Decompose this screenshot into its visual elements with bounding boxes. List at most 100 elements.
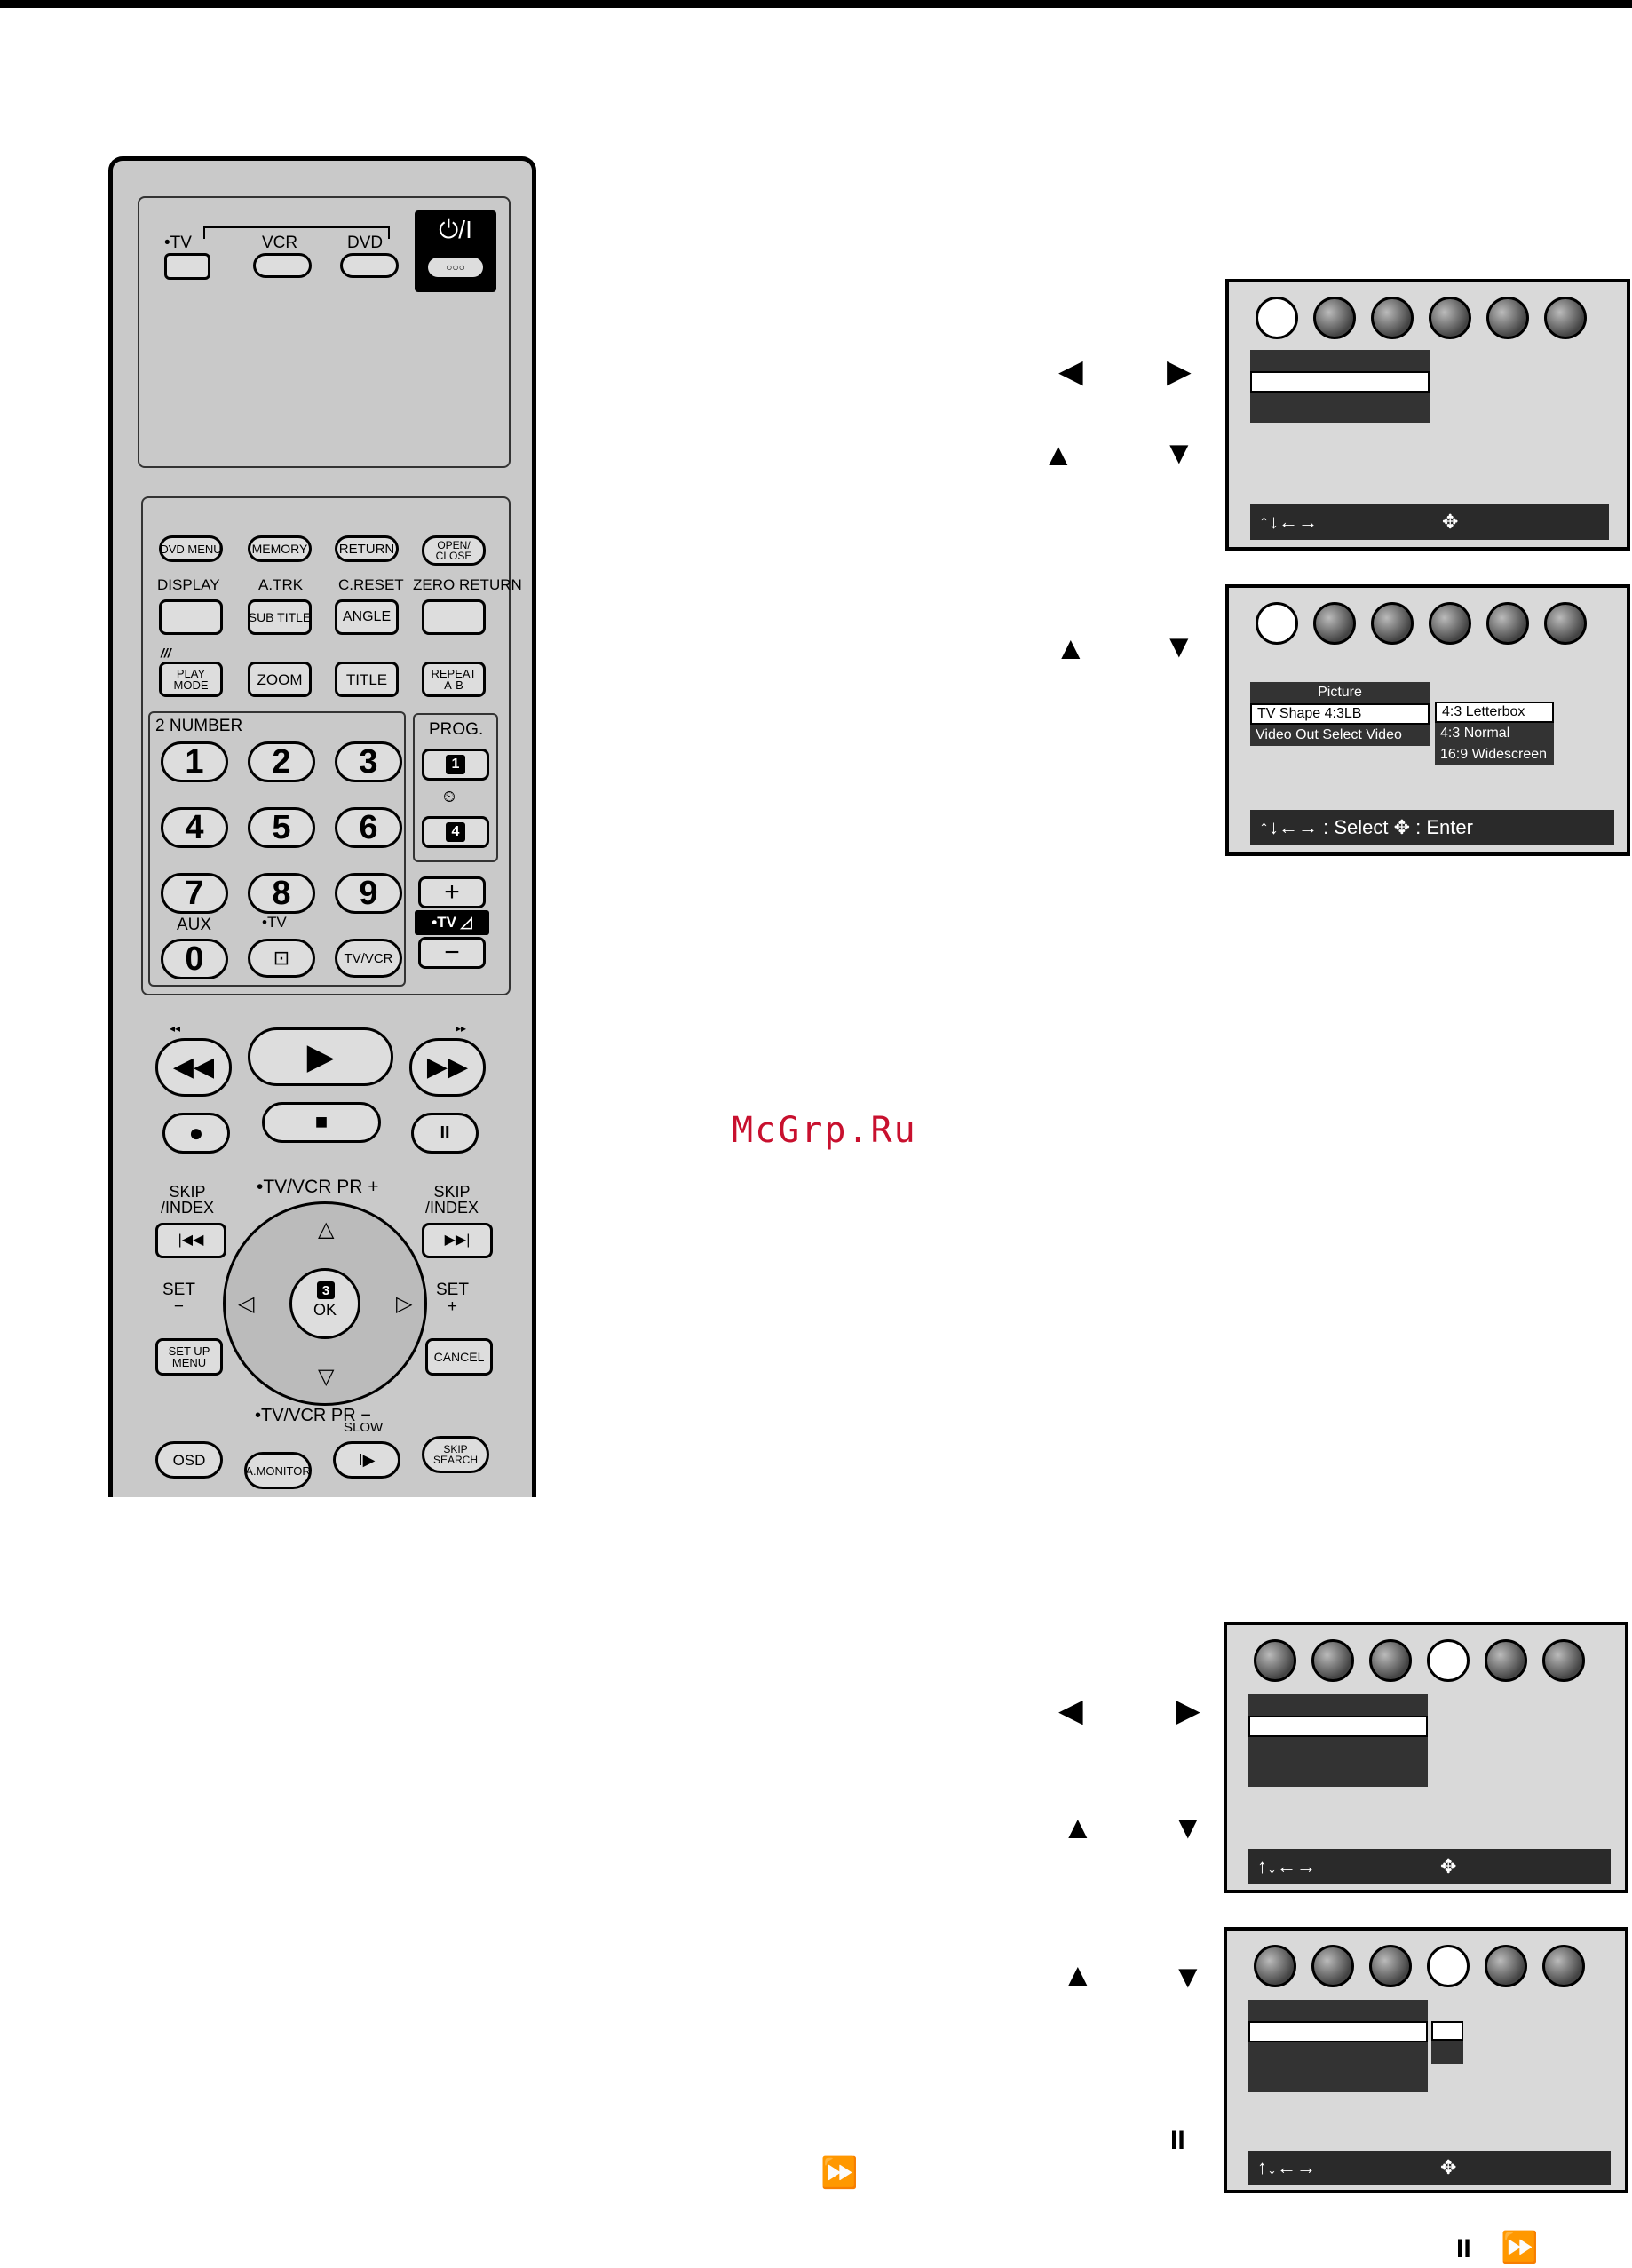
menu-title	[1248, 1694, 1428, 1716]
menu-item[interactable]	[1248, 1737, 1428, 1758]
display-icon[interactable]	[1429, 297, 1471, 339]
disc-icon[interactable]	[1313, 602, 1356, 645]
right-arrow-icon: ▶	[1176, 1692, 1200, 1728]
return-button[interactable]: RETURN	[335, 535, 399, 562]
picture-icon[interactable]	[1254, 1639, 1296, 1682]
dvd-menu-button[interactable]: DVD MENU	[159, 535, 223, 562]
menu-item[interactable]	[1250, 393, 1430, 414]
number-pad: 2 NUMBER 1 2 3 4 5 6 7 8 9 AUX 0 •TV ⊡ T…	[148, 711, 406, 987]
pause-button[interactable]: II	[411, 1113, 479, 1154]
skip-search-button[interactable]: SKIP SEARCH	[422, 1436, 489, 1473]
watermark: McGrp.Ru	[732, 1110, 917, 1151]
dvd-button[interactable]	[340, 253, 399, 278]
ok-button[interactable]: 3 OK	[289, 1268, 360, 1339]
display-icon[interactable]	[1427, 1639, 1470, 1682]
audio-icon[interactable]	[1369, 1945, 1412, 1987]
lock-icon[interactable]	[1486, 297, 1529, 339]
menu-item-selected[interactable]	[1250, 371, 1430, 393]
a-monitor-button[interactable]: A.MONITOR	[244, 1452, 312, 1489]
input-select-button[interactable]: ⊡	[248, 939, 315, 978]
picture-icon[interactable]	[1256, 602, 1298, 645]
audio-icon[interactable]	[1369, 1639, 1412, 1682]
fast-forward-button[interactable]: ▶▶	[409, 1038, 486, 1097]
display-button[interactable]	[159, 599, 223, 635]
digit-6-button[interactable]: 6	[335, 807, 402, 848]
zoom-button[interactable]: ZOOM	[248, 662, 312, 697]
digit-8-button[interactable]: 8	[248, 873, 315, 914]
prog-up-button[interactable]: 1	[422, 749, 489, 781]
digit-5-button[interactable]: 5	[248, 807, 315, 848]
widescreen-option[interactable]: 16:9 Widescreen	[1440, 747, 1548, 762]
setup-icon[interactable]	[1542, 1945, 1585, 1987]
disc-icon[interactable]	[1311, 1639, 1354, 1682]
nav-left-button[interactable]: ◁	[238, 1292, 255, 1316]
stop-button[interactable]: ■	[262, 1102, 381, 1143]
dvd-label: DVD	[347, 234, 384, 252]
menu-item[interactable]	[1248, 2042, 1428, 2064]
angle-button[interactable]: ANGLE	[335, 599, 399, 635]
memory-button[interactable]: MEMORY	[248, 535, 312, 562]
prog-4-badge: 4	[446, 822, 465, 842]
tv-vcr-button[interactable]: TV/VCR	[335, 939, 402, 978]
volume-down-button[interactable]: −	[418, 937, 486, 969]
disc-icon[interactable]	[1311, 1945, 1354, 1987]
repeat-ab-button[interactable]: REPEAT A-B	[422, 662, 486, 697]
option-selected[interactable]	[1431, 2021, 1463, 2041]
skip-forward-button[interactable]: ▶▶|	[422, 1223, 493, 1258]
nav-right-button[interactable]: ▷	[396, 1292, 413, 1316]
picture-icon[interactable]	[1254, 1945, 1296, 1987]
zero-return-button[interactable]	[422, 599, 486, 635]
play-mode-button[interactable]: PLAY MODE	[159, 662, 223, 697]
prog-down-button[interactable]: 4	[422, 816, 489, 848]
osd-button[interactable]: OSD	[155, 1441, 223, 1479]
nav-up-button[interactable]: △	[318, 1217, 335, 1241]
normal-option[interactable]: 4:3 Normal	[1440, 726, 1510, 741]
digit-7-button[interactable]: 7	[161, 873, 228, 914]
setup-menu-button[interactable]: SET UP MENU	[155, 1338, 223, 1376]
open-close-button[interactable]: OPEN/ CLOSE	[422, 535, 486, 566]
digit-2-button[interactable]: 2	[248, 741, 315, 782]
status-bar: ↑↓←→ ✥	[1248, 1849, 1611, 1884]
menu-item-selected[interactable]	[1248, 2021, 1428, 2042]
tv-shape-item[interactable]: TV Shape 4:3LB	[1250, 703, 1430, 725]
digit-1-button[interactable]: 1	[161, 741, 228, 782]
volume-up-button[interactable]: +	[418, 876, 486, 908]
enter-icon: ✥	[1440, 2156, 1457, 2178]
skip-back-button[interactable]: |◀◀	[155, 1223, 226, 1258]
display-icon[interactable]	[1429, 602, 1471, 645]
record-button[interactable]: ●	[162, 1113, 230, 1154]
digit-9-button[interactable]: 9	[335, 873, 402, 914]
audio-icon[interactable]	[1371, 602, 1414, 645]
lock-icon[interactable]	[1485, 1945, 1527, 1987]
digit-3-button[interactable]: 3	[335, 741, 402, 782]
digit-0-button[interactable]: 0	[161, 939, 228, 979]
subtitle-button[interactable]: SUB TITLE	[248, 599, 312, 635]
tv-switch[interactable]	[164, 253, 210, 280]
letterbox-option[interactable]: 4:3 Letterbox	[1435, 702, 1554, 723]
picture-icon[interactable]	[1256, 297, 1298, 339]
lock-icon[interactable]	[1486, 602, 1529, 645]
tv-label: •TV	[164, 234, 192, 252]
rewind-button[interactable]: ◀◀	[155, 1038, 232, 1097]
remote-top-panel: •TV VCR DVD ⏻/I ○○○	[138, 196, 511, 468]
disc-icon[interactable]	[1313, 297, 1356, 339]
menu-item-selected[interactable]	[1248, 1716, 1428, 1737]
video-out-item[interactable]: Video Out Select Video	[1256, 727, 1402, 742]
nav-down-button[interactable]: ▽	[318, 1365, 335, 1389]
setup-icon[interactable]	[1542, 1639, 1585, 1682]
play-button[interactable]: ▶	[248, 1027, 393, 1086]
osd-screen-2: Picture TV Shape 4:3LB Video Out Select …	[1225, 584, 1630, 856]
audio-icon[interactable]	[1371, 297, 1414, 339]
slow-button[interactable]: I▶	[333, 1441, 400, 1479]
digit-4-button[interactable]: 4	[161, 807, 228, 848]
setup-icon[interactable]	[1544, 602, 1587, 645]
power-button[interactable]: ○○○	[425, 255, 486, 280]
lock-icon[interactable]	[1485, 1639, 1527, 1682]
vcr-button[interactable]	[253, 253, 312, 278]
title-button[interactable]: TITLE	[335, 662, 399, 697]
tv-shape-submenu: 4:3 Letterbox 4:3 Normal 16:9 Widescreen	[1435, 702, 1554, 765]
cancel-button[interactable]: CANCEL	[425, 1338, 493, 1376]
display-icon[interactable]	[1427, 1945, 1470, 1987]
down-arrow-icon: ▼	[1163, 434, 1195, 471]
setup-icon[interactable]	[1544, 297, 1587, 339]
